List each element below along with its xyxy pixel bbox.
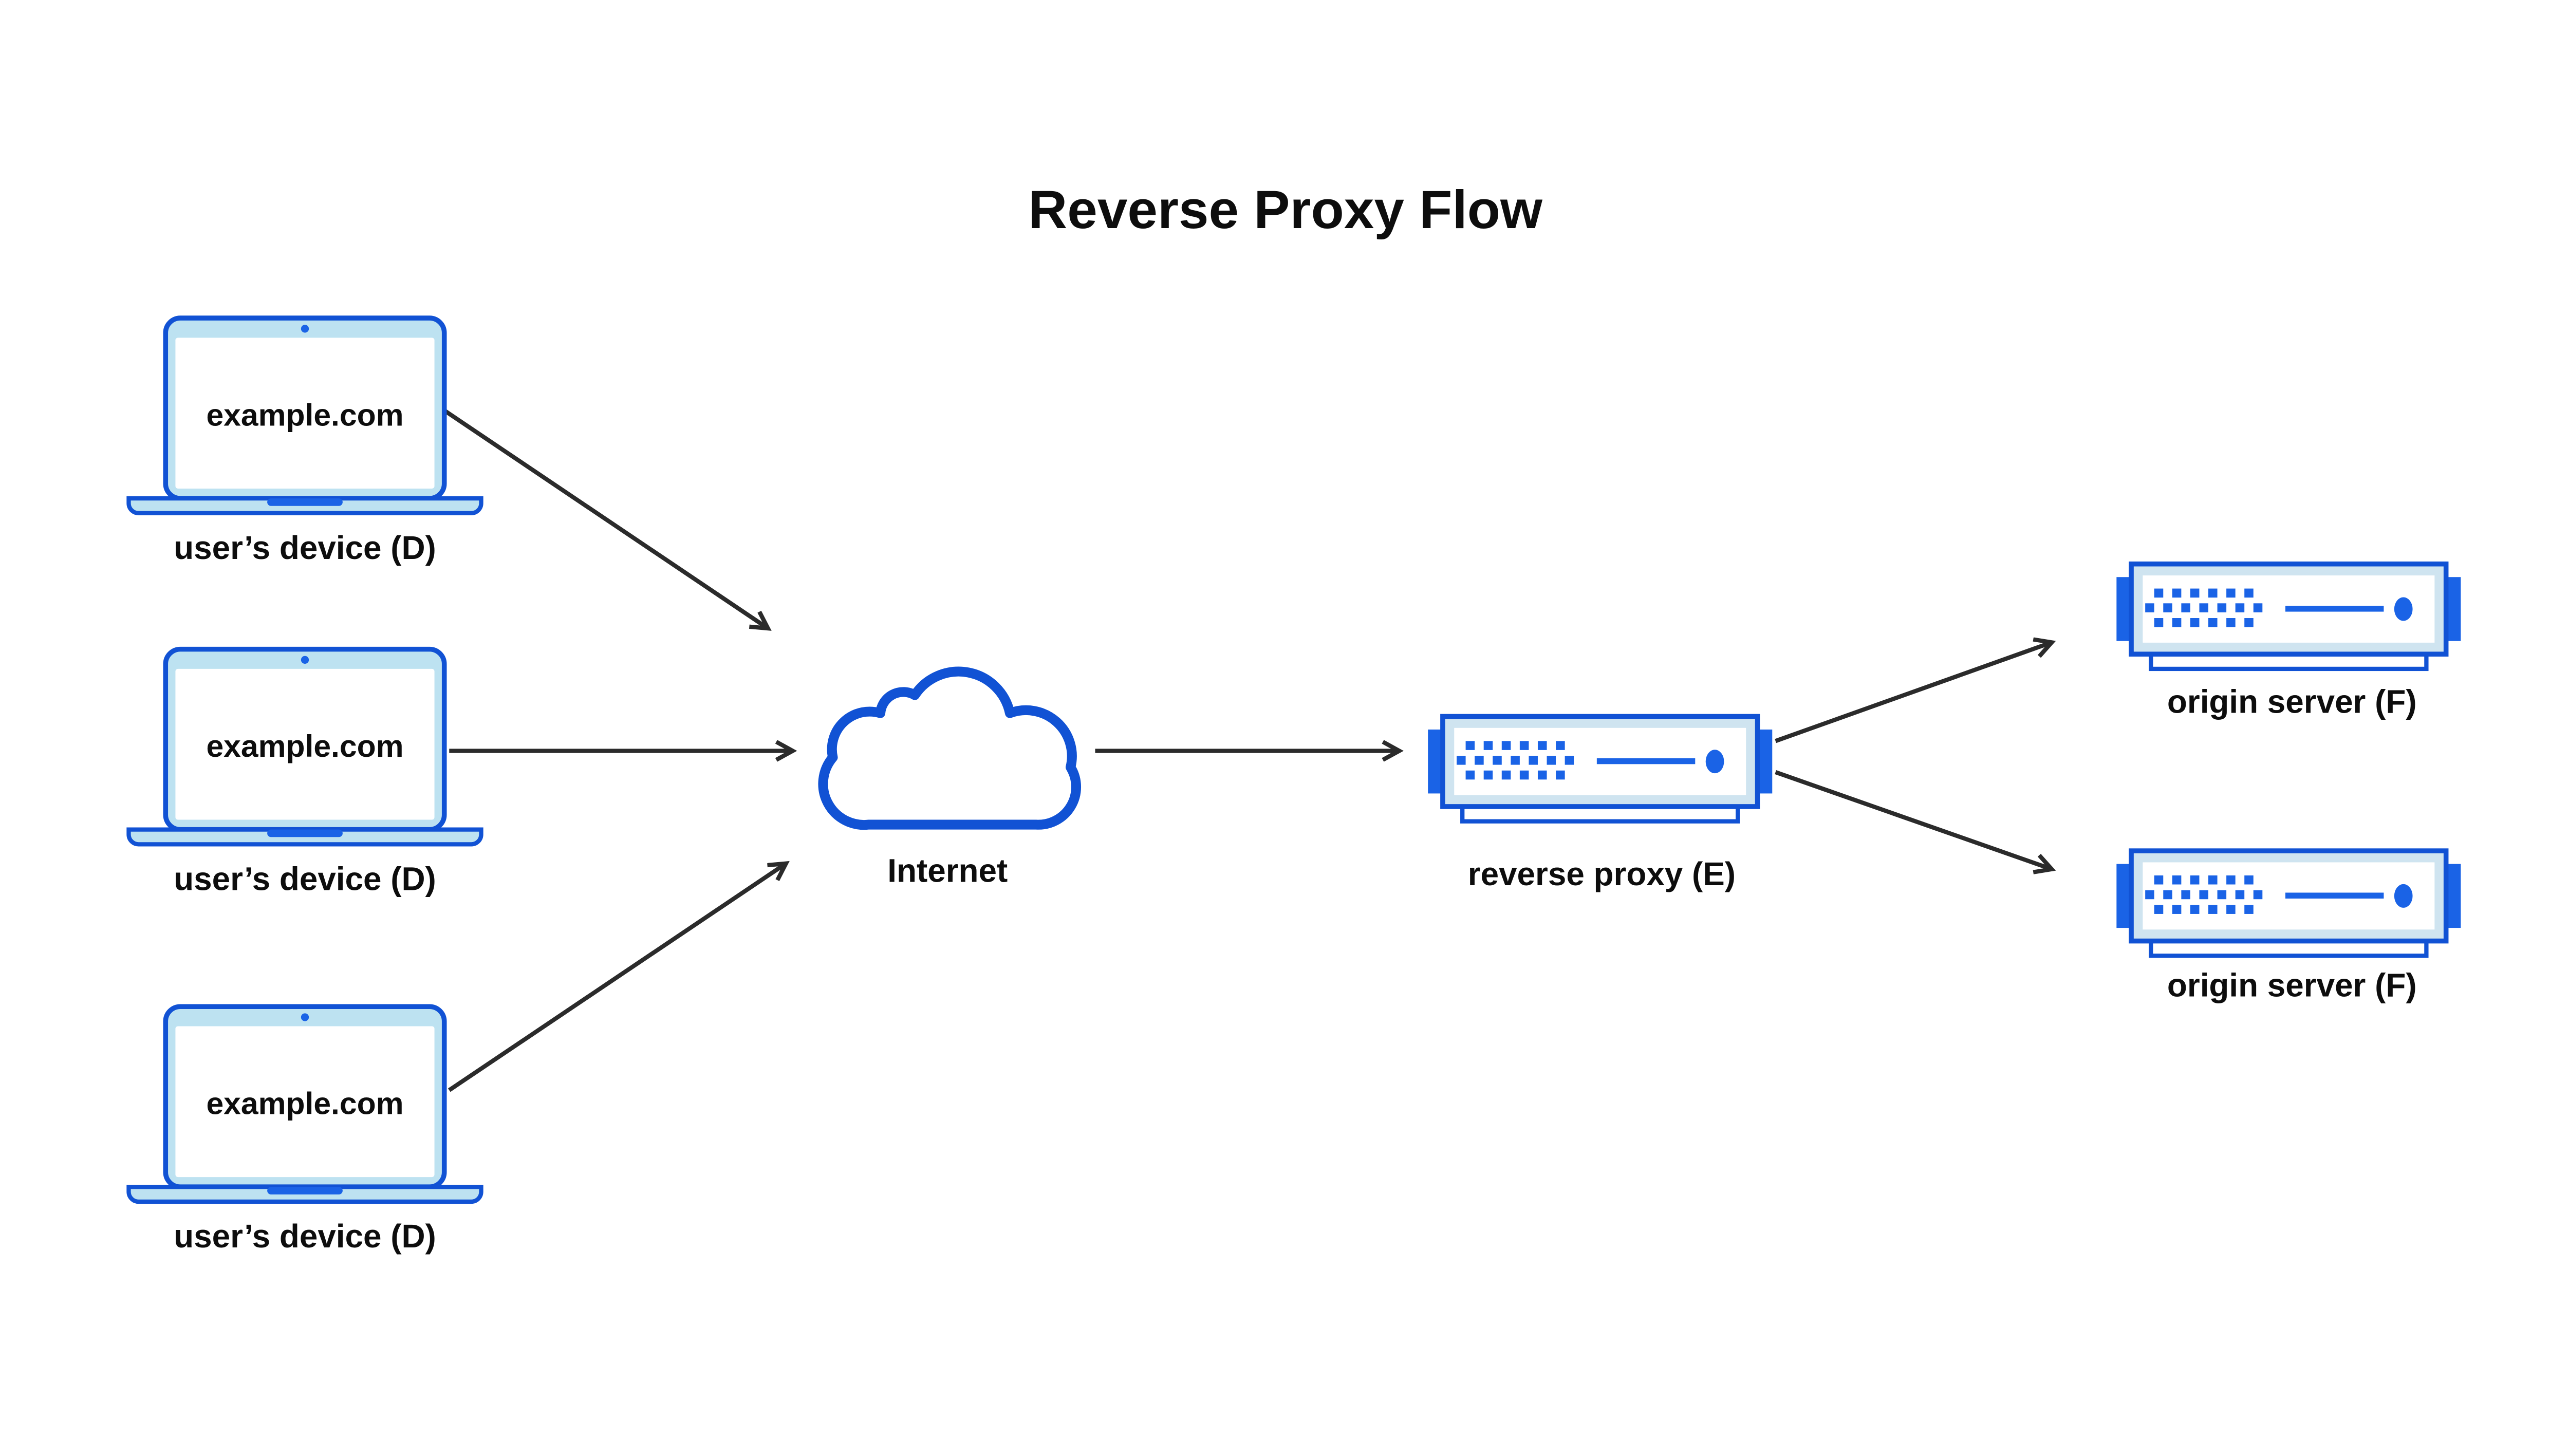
device1-screen-url: example.com: [206, 398, 403, 433]
flow-arrows: [440, 406, 2051, 1092]
internet-node: Internet: [818, 666, 1082, 889]
cloud-icon: [818, 666, 1082, 830]
arrow-device3-to-internet: [448, 864, 785, 1092]
diagram-title: Reverse Proxy Flow: [1028, 180, 1543, 240]
arrow-device1-to-internet: [440, 406, 767, 628]
device2-label: user’s device (D): [174, 861, 436, 898]
arrow-proxy-to-origin1: [1775, 643, 2051, 743]
arrow-proxy-to-origin2: [1775, 770, 2051, 869]
origin-server2-label: origin server (F): [2167, 967, 2417, 1004]
origin-server-1: origin server (F): [2116, 564, 2461, 720]
rack-server-icon: [1428, 717, 1772, 822]
user-device-3: example.com user’s device (D): [128, 1006, 481, 1255]
device2-screen-url: example.com: [206, 729, 403, 763]
reverse-proxy-flow-diagram: Reverse Proxy Flow example.com user’s de…: [0, 180, 2569, 1255]
user-device-2: example.com user’s device (D): [128, 649, 481, 898]
reverse-proxy-node: reverse proxy (E): [1428, 717, 1772, 892]
origin-server1-label: origin server (F): [2167, 683, 2417, 720]
device3-screen-url: example.com: [206, 1086, 403, 1121]
user-device-1: example.com user’s device (D): [128, 318, 481, 566]
rack-server-icon: [2116, 851, 2461, 956]
device1-label: user’s device (D): [174, 529, 436, 566]
reverse-proxy-label: reverse proxy (E): [1468, 855, 1736, 892]
device3-label: user’s device (D): [174, 1218, 436, 1255]
rack-server-icon: [2116, 564, 2461, 669]
origin-server-2: origin server (F): [2116, 851, 2461, 1004]
internet-label: Internet: [887, 852, 1008, 889]
